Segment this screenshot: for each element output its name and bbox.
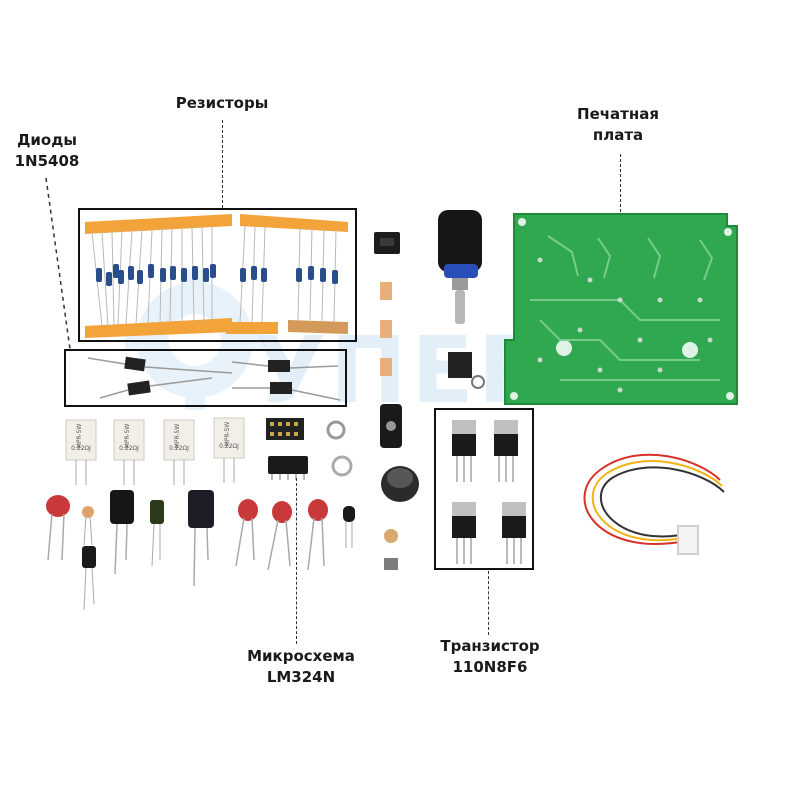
ceramic-resistor-marking: 0.22ΩJ <box>169 445 189 452</box>
ceramic-resistor-marking: MPR-5W <box>76 424 83 449</box>
ceramic-resistor-marking: MPR-5W <box>224 422 231 447</box>
ceramic-resistor-marking: MPR-5W <box>124 424 131 449</box>
dc-jack <box>380 404 402 448</box>
diodes-label-line2: 1N5408 <box>14 152 80 170</box>
washer <box>331 455 353 477</box>
resistors-leader <box>222 120 223 208</box>
capacitors <box>46 490 355 611</box>
potentiometer <box>438 210 482 324</box>
pcb-label-line1: Печатная <box>577 105 659 123</box>
diodes-frame <box>64 349 347 407</box>
resistors-frame <box>78 208 357 342</box>
knob <box>381 466 419 502</box>
ic-socket <box>266 418 304 440</box>
pcb-board <box>504 213 738 405</box>
chip-label-line1: Микросхема <box>247 647 355 665</box>
nut <box>326 420 346 440</box>
chip-leader <box>296 478 297 644</box>
chip-label: Микросхема LM324N <box>246 646 356 688</box>
chip-label-line2: LM324N <box>266 668 336 686</box>
ceramic-resistor-marking: 0.22ΩJ <box>119 445 139 452</box>
diodes-label-line1: Диоды <box>17 131 77 149</box>
wire-harness <box>583 453 725 555</box>
pin-connectors <box>380 282 392 376</box>
pcb-label: Печатная плата <box>566 104 670 146</box>
transistor-label-line2: 110N8F6 <box>452 658 528 676</box>
small-parts <box>384 529 398 570</box>
ceramic-resistor-marking: MPR-5W <box>174 424 181 449</box>
diodes-label: Диоды 1N5408 <box>10 130 84 172</box>
resistors-label-line: Резисторы <box>175 94 269 112</box>
resistors-label: Резисторы <box>172 93 272 114</box>
lm324n-chip <box>268 456 308 480</box>
pcb-label-line2: плата <box>592 126 644 144</box>
voltage-regulator <box>448 352 485 389</box>
ceramic-resistor-marking: 0.22ΩJ <box>71 445 91 452</box>
resistor-strip <box>85 214 348 338</box>
ceramic-resistors: MPR-5W 0.22ΩJ MPR-5W 0.22ΩJ MPR-5W 0.22Ω… <box>65 417 245 485</box>
ceramic-resistor-marking: 0.22ΩJ <box>219 443 239 450</box>
diodes-1n5408 <box>87 356 341 401</box>
pcb-leader <box>620 154 621 212</box>
transistors-frame <box>434 408 534 570</box>
transistors-110n8f6 <box>452 420 526 564</box>
transistor-leader <box>488 571 489 635</box>
transistor-label-line1: Транзистор <box>440 637 540 655</box>
power-switch <box>374 232 400 254</box>
transistor-label: Транзистор 110N8F6 <box>438 636 542 678</box>
